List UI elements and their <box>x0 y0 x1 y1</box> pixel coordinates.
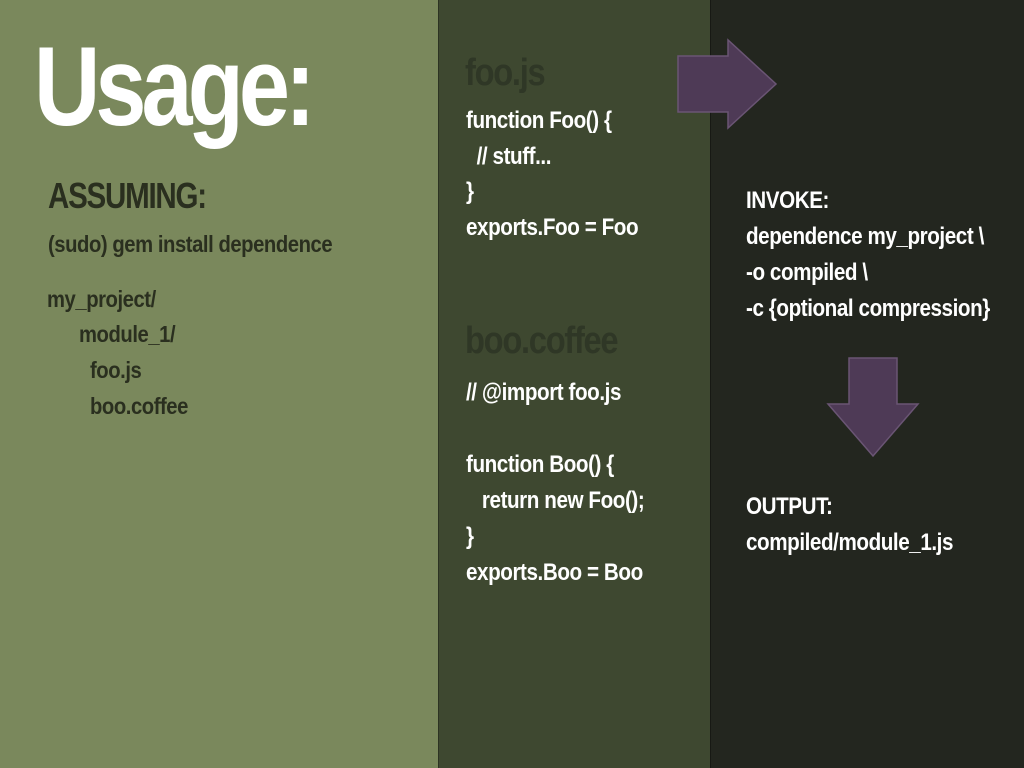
invoke-label: INVOKE: <box>746 187 830 214</box>
tree-root: my_project/ <box>47 286 156 312</box>
code-line: function Foo() { <box>466 107 612 134</box>
left-panel: Usage: ASSUMING: (sudo) gem install depe… <box>0 0 438 768</box>
code-line: // stuff... <box>466 143 552 170</box>
invoke-line: -c {optional compression} <box>746 295 990 322</box>
tree-file-foo: foo.js <box>90 357 142 383</box>
code-line: function Boo() { <box>466 451 614 478</box>
code-line: return new Foo(); <box>466 487 645 514</box>
install-command: (sudo) gem install dependence <box>48 231 333 257</box>
output-path: compiled/module_1.js <box>746 529 954 556</box>
code-line: } <box>466 523 474 550</box>
invoke-line: dependence my_project \ <box>746 223 984 250</box>
arrow-right-icon <box>677 38 778 130</box>
code-line: exports.Boo = Boo <box>466 559 643 586</box>
slide-title: Usage: <box>34 24 316 149</box>
arrow-down-icon <box>826 357 920 458</box>
invoke-line: -o compiled \ <box>746 259 868 286</box>
output-label: OUTPUT: <box>746 493 833 520</box>
boo-coffee-heading: boo.coffee <box>465 320 619 362</box>
code-line: } <box>466 178 474 205</box>
foo-js-heading: foo.js <box>465 52 546 94</box>
middle-panel: foo.js function Foo() { // stuff... } ex… <box>438 0 711 768</box>
tree-module: module_1/ <box>79 321 176 347</box>
tree-file-boo: boo.coffee <box>90 393 188 419</box>
code-line: exports.Foo = Foo <box>466 214 639 241</box>
code-line: // @import foo.js <box>466 379 622 406</box>
assuming-label: ASSUMING: <box>48 175 207 216</box>
